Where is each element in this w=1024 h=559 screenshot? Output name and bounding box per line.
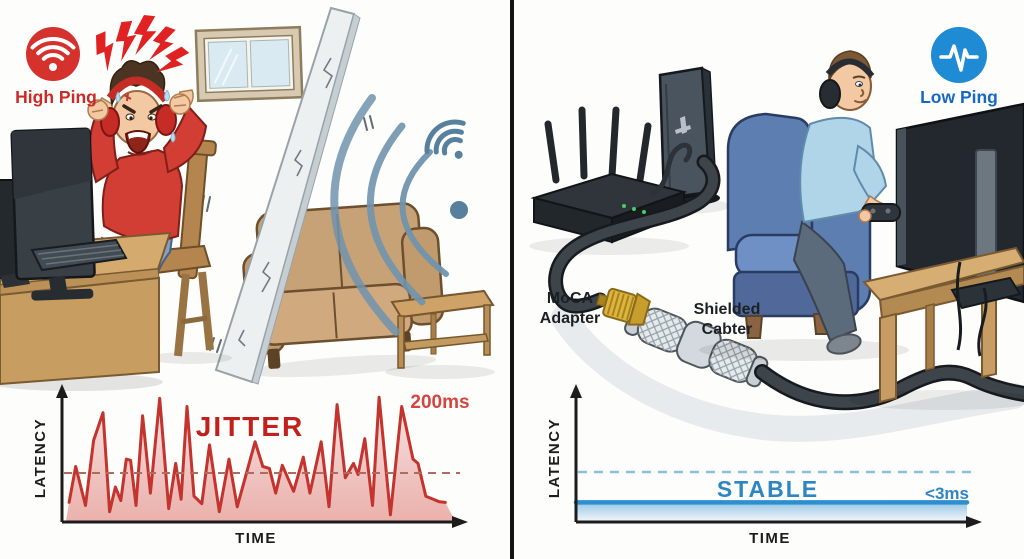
panel-divider (510, 0, 514, 559)
shoe (826, 333, 862, 355)
wifi-icon-small (424, 119, 466, 159)
low-ping-badge: Low Ping (920, 27, 998, 107)
high-ping-badge: High Ping (15, 27, 97, 107)
time-axis-label: TIME (749, 530, 791, 547)
left-scene-high-ping: High Ping JITTER 200ms LATENCY TIME (0, 6, 495, 547)
latency-axis-label: LATENCY (546, 418, 563, 498)
lightning-bolt-icon (134, 15, 157, 55)
sweat-drop (115, 89, 176, 143)
low-ping-label: Low Ping (920, 87, 998, 107)
shielded-cable-label-2: Cabter (702, 321, 753, 338)
right-scene-low-ping: STABLE <3ms LATENCY TIME (529, 27, 1024, 547)
legs (792, 220, 858, 342)
jitter-area (66, 397, 455, 521)
cable-floor-shadow (551, 305, 1024, 442)
right-hand (169, 93, 191, 115)
router-antennas (544, 106, 652, 184)
high-ping-label: High Ping (15, 87, 97, 107)
time-axis-label: TIME (235, 530, 277, 547)
chart-title-jitter: JITTER (196, 411, 304, 442)
latency-axis-label: LATENCY (32, 418, 49, 498)
coffee-table (385, 289, 495, 379)
headphones-band (825, 58, 875, 78)
relaxed-gamer (792, 50, 901, 355)
playstation-logo (675, 116, 691, 134)
right-arm (162, 104, 208, 174)
moca-adapter-label-2: Adapter (540, 310, 600, 327)
moca-adapter-label: MoCA (547, 290, 594, 307)
peak-annotation: 200ms (410, 392, 469, 413)
moca-adapter-connector (596, 287, 651, 326)
stable-annotation: <3ms (925, 484, 969, 503)
stable-area (576, 502, 967, 521)
wifi-signal-arcs (330, 94, 468, 336)
headphones-band (106, 76, 170, 103)
hand (858, 209, 872, 223)
lightning-bolt-icon (112, 19, 142, 62)
pulse-icon (939, 44, 979, 72)
monitor (10, 127, 96, 301)
router-console-cable (649, 142, 693, 197)
chart-title-stable: STABLE (717, 476, 819, 502)
tv-stand-table (849, 246, 1024, 410)
wifi-icon (30, 37, 76, 71)
moca-cable (548, 154, 1024, 411)
component-labels: MoCA Adapter Shielded Cabter (540, 290, 761, 338)
angry-eyebrows (122, 104, 163, 114)
jitter-line (67, 395, 447, 517)
keyboard (30, 238, 128, 272)
headphone-cup-right (155, 104, 177, 136)
stable-chart: STABLE <3ms LATENCY TIME (546, 384, 982, 547)
left-hand (87, 99, 109, 121)
headphone-cup (819, 79, 841, 109)
jitter-chart: JITTER 200ms LATENCY TIME (32, 384, 470, 547)
shielded-cable-label: Shielded (694, 301, 761, 318)
window (194, 25, 304, 103)
tv-cables (955, 261, 988, 357)
